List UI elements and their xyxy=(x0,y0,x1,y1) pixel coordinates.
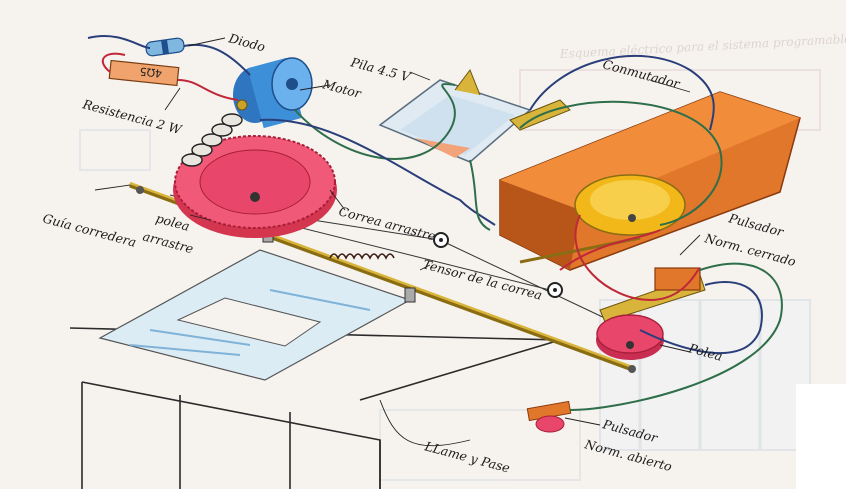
rail-end-bracket xyxy=(628,365,636,373)
wire-green xyxy=(294,83,456,160)
label-pila: Pila 4.5 V xyxy=(348,54,413,85)
label-guia-corredera: Guía corredera xyxy=(41,210,138,249)
background-heading: Esquema eléctrico para el sistema progra… xyxy=(558,32,846,61)
wire-red xyxy=(177,79,239,101)
wire-navy xyxy=(87,35,151,49)
resistor: 4Ω5 xyxy=(108,59,180,87)
wiring xyxy=(87,35,783,411)
label-resistencia: Resistencia 2 W xyxy=(80,96,184,137)
motor xyxy=(233,57,313,129)
belt-tensioner-spring xyxy=(329,253,395,260)
commutator xyxy=(499,91,801,271)
label-pulsador-nc-2: Norm. cerrado xyxy=(702,230,797,269)
leader-lines xyxy=(94,37,701,447)
label-correa-arrastre: Correa arrastre xyxy=(337,203,437,243)
label-llame-pase: LLame y Pase xyxy=(422,438,511,475)
worm-gear xyxy=(181,113,243,167)
switch-normally-open xyxy=(526,400,572,433)
label-motor: Motor xyxy=(320,76,363,101)
resistor-value: 4Ω5 xyxy=(139,65,163,80)
battery xyxy=(378,68,571,163)
label-pulsador-nc-1: Pulsador xyxy=(726,210,786,239)
blank-corner xyxy=(796,384,846,489)
small-pulley xyxy=(596,314,664,360)
label-diodo: Diodo xyxy=(226,30,267,54)
switch-normally-closed xyxy=(599,267,706,323)
drive-pulley xyxy=(173,135,337,238)
diode xyxy=(145,37,185,57)
rail-end-bracket xyxy=(136,186,144,194)
